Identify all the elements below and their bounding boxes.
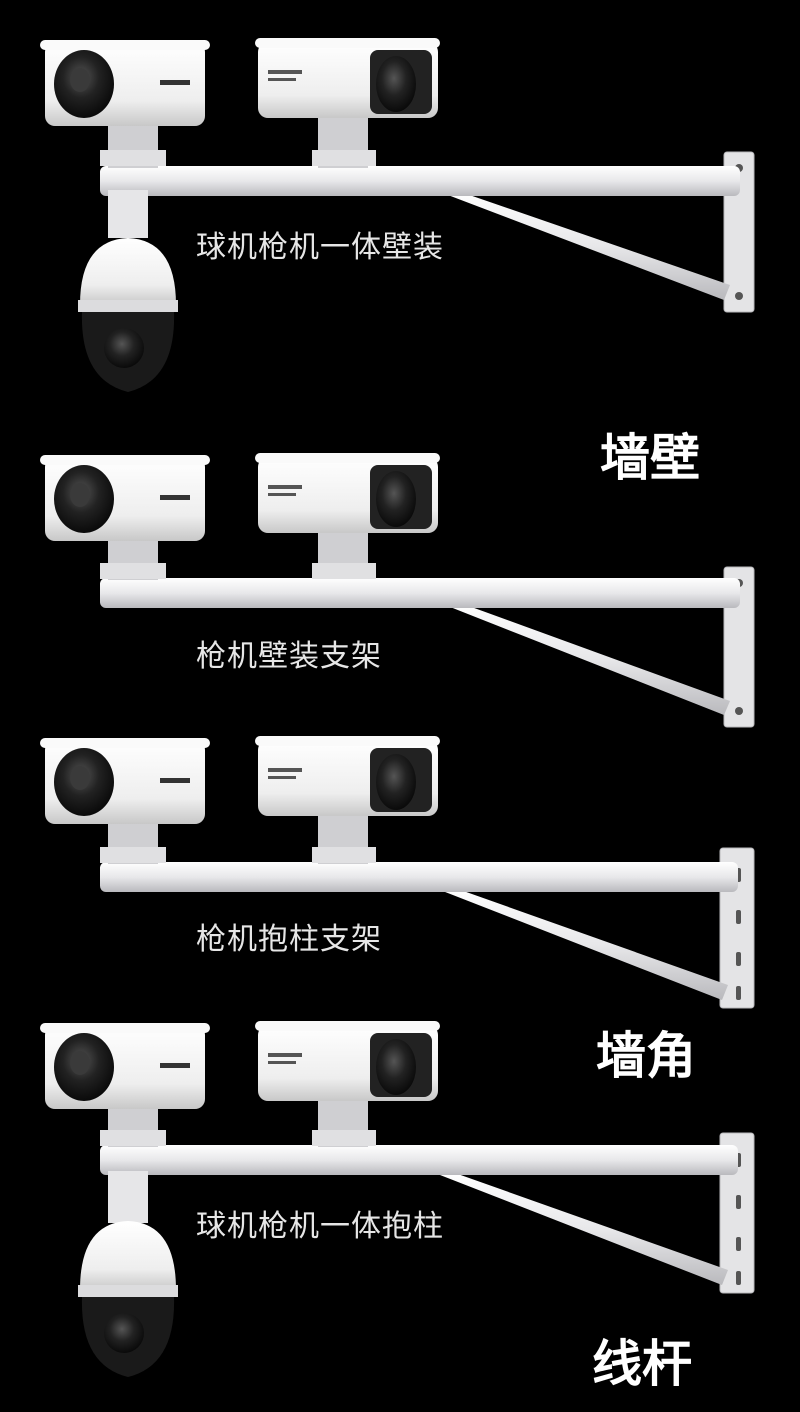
bullet-camera-right (255, 736, 440, 864)
mount-illustration (40, 1021, 755, 1377)
mount-illustration (40, 736, 755, 1009)
scene-caption: 枪机抱柱支架 (196, 922, 382, 957)
diagonal-brace (440, 1173, 728, 1285)
diagonal-brace (440, 888, 728, 1000)
bullet-camera-left (40, 738, 210, 864)
mount-illustration (40, 38, 755, 392)
bullet-camera-right (255, 1021, 440, 1147)
horizontal-arm (100, 1145, 738, 1175)
scene-dome-bullet-wall-mount: 球机枪机一体壁装 (0, 0, 800, 420)
category-label-wall: 墙壁 (600, 429, 700, 487)
scene-caption: 球机枪机一体壁装 (196, 230, 444, 265)
mount-illustration (40, 453, 755, 728)
category-label-corner: 墙角 (596, 1027, 696, 1085)
horizontal-arm (100, 578, 740, 608)
dome-camera (78, 1171, 178, 1377)
bullet-camera-left (40, 40, 210, 168)
bullet-camera-left (40, 455, 210, 580)
scene-dome-bullet-pole-mount: 球机枪机一体抱柱 (0, 1015, 800, 1412)
category-label-pole: 线杆 (592, 1335, 692, 1393)
scene-bullet-wall-mount: 枪机壁装支架 (0, 445, 800, 730)
dome-camera (78, 190, 178, 392)
bullet-camera-right (255, 453, 440, 579)
scene-caption: 枪机壁装支架 (196, 639, 382, 674)
horizontal-arm (100, 166, 740, 196)
bullet-camera-right (255, 38, 440, 168)
horizontal-arm (100, 862, 738, 892)
diagonal-brace (440, 601, 730, 715)
diagonal-brace (440, 190, 730, 300)
bullet-camera-left (40, 1023, 210, 1147)
scene-bullet-pole-mount: 枪机抱柱支架 (0, 730, 800, 1020)
scene-caption: 球机枪机一体抱柱 (196, 1209, 444, 1244)
